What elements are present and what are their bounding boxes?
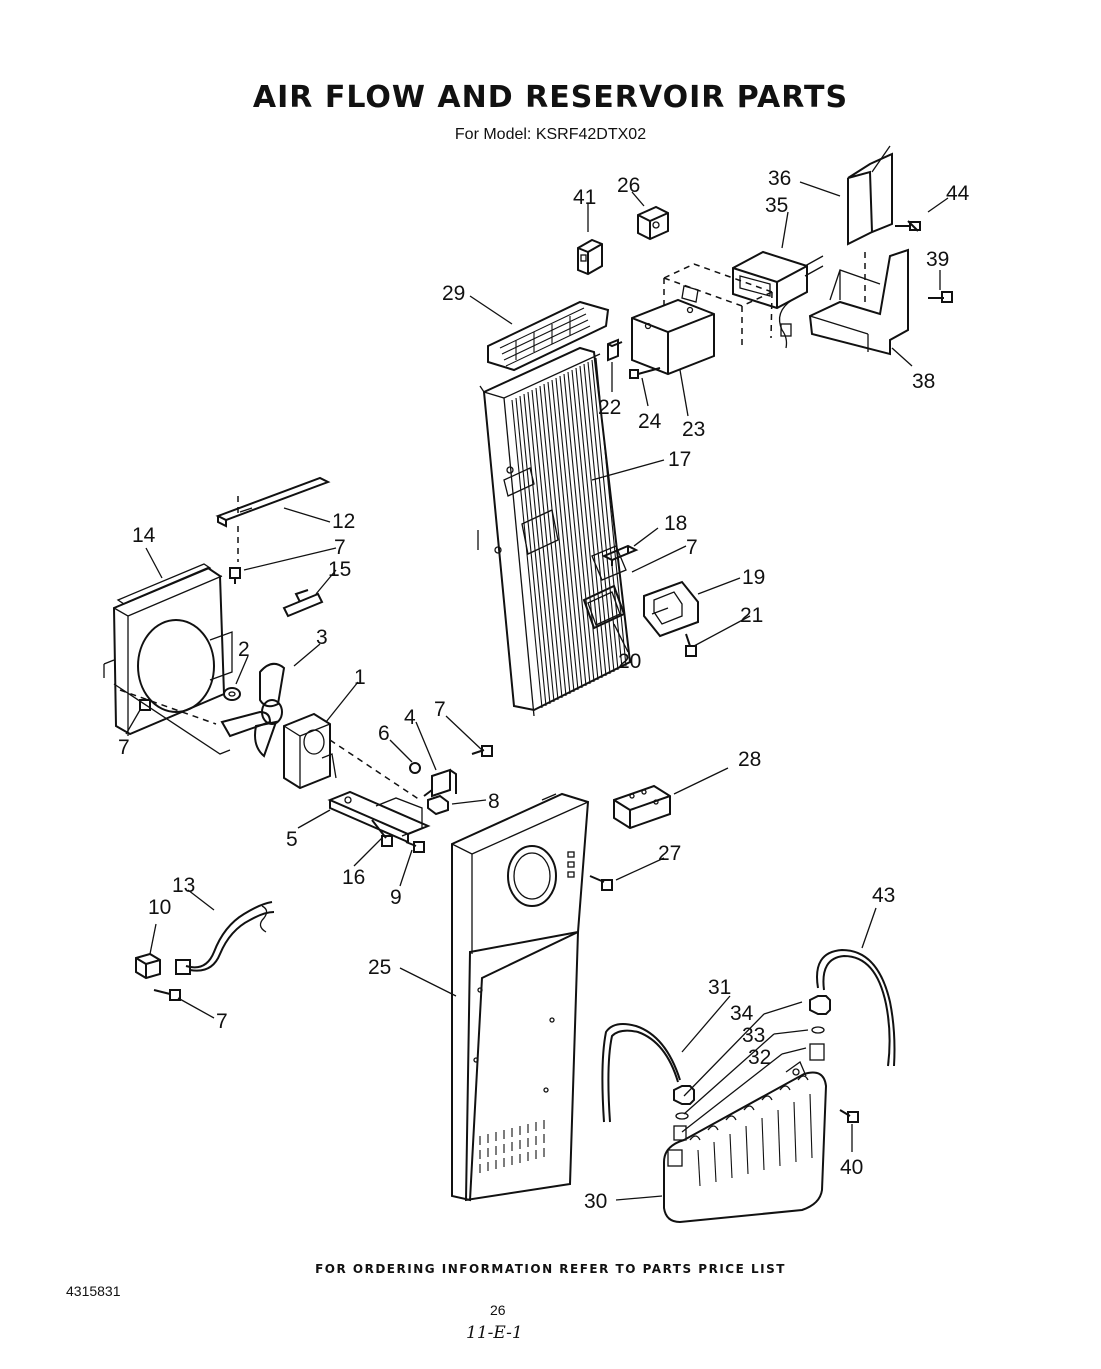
part-12-rail <box>215 476 331 562</box>
callout-labels: 41 26 36 35 44 39 38 29 22 24 23 17 12 1… <box>118 167 970 1213</box>
model-subtitle: For Model: KSRF42DTX02 <box>454 126 647 143</box>
part-43-tube <box>816 948 896 1067</box>
part-4-bracket <box>423 768 457 798</box>
part-5-bracket <box>327 790 431 844</box>
callout-33: 33 <box>742 1024 765 1047</box>
callout-44: 44 <box>946 182 970 205</box>
callout-32: 32 <box>748 1046 771 1069</box>
callout-25: 25 <box>368 956 391 979</box>
callout-16: 16 <box>342 866 365 889</box>
callout-35: 35 <box>765 194 788 217</box>
callout-40: 40 <box>840 1156 863 1179</box>
part-41-drawing <box>577 238 603 276</box>
part-36-drawing <box>847 145 893 246</box>
part-30-reservoir <box>663 1061 828 1224</box>
part-18-drawing <box>601 544 639 566</box>
part-9-screw <box>405 841 425 853</box>
part-8-drawing <box>427 794 449 816</box>
part-40-screw <box>839 1109 859 1123</box>
callout-19: 19 <box>742 566 765 589</box>
callout-9: 9 <box>390 886 402 909</box>
part-44-screw <box>895 220 921 232</box>
part-24-screw <box>629 367 661 379</box>
callout-30: 30 <box>584 1190 607 1213</box>
callout-22: 22 <box>598 396 621 419</box>
callout-4: 4 <box>404 706 416 729</box>
part-14-shroud <box>103 563 233 755</box>
callout-5: 5 <box>286 828 298 851</box>
part-31-tube <box>601 1023 681 1123</box>
part-25-panel <box>451 792 590 1202</box>
callout-31: 31 <box>708 976 731 999</box>
callout-21: 21 <box>740 604 763 627</box>
callout-7-c: 7 <box>118 736 130 759</box>
part-6-grommet <box>409 762 421 774</box>
callout-26: 26 <box>617 174 640 197</box>
part-26-drawing <box>637 205 669 241</box>
fittings-left-stack <box>673 1085 695 1141</box>
callout-38: 38 <box>912 370 935 393</box>
part-1-motor <box>283 712 421 801</box>
callout-7-d: 7 <box>434 698 446 721</box>
part-7-screw-b <box>139 699 151 711</box>
part-7-screw-c <box>471 745 493 757</box>
callout-23: 23 <box>682 418 705 441</box>
part-28-block <box>613 784 671 830</box>
document-number: 4315831 <box>66 1283 121 1299</box>
callout-3: 3 <box>316 626 328 649</box>
callout-2: 2 <box>238 638 250 661</box>
part-39-screw <box>928 291 953 303</box>
callout-28: 28 <box>738 748 761 771</box>
callout-39: 39 <box>926 248 949 271</box>
fittings-right-stack <box>809 995 831 1061</box>
callout-14: 14 <box>132 524 156 547</box>
callout-17: 17 <box>668 448 691 471</box>
callout-43: 43 <box>872 884 895 907</box>
part-7-screw-a <box>229 567 241 584</box>
part-10-connector <box>135 952 161 980</box>
callout-1: 1 <box>354 666 366 689</box>
callout-20: 20 <box>618 650 641 673</box>
part-38-drawing <box>808 248 909 356</box>
callout-27: 27 <box>658 842 681 865</box>
callout-6: 6 <box>378 722 390 745</box>
part-16-screw <box>371 819 393 847</box>
ordering-note: FOR ORDERING INFORMATION REFER TO PARTS … <box>315 1262 786 1276</box>
callout-8: 8 <box>488 790 500 813</box>
callout-10: 10 <box>148 896 171 919</box>
leader-lines <box>125 181 949 1201</box>
part-15-clip <box>282 589 324 618</box>
callout-41: 41 <box>573 186 596 209</box>
page-number: 26 <box>490 1302 506 1318</box>
part-23-drawing <box>631 263 773 376</box>
callout-13: 13 <box>172 874 195 897</box>
part-22-drawing <box>607 338 623 362</box>
part-20-gasket <box>582 584 626 630</box>
callout-7-a: 7 <box>334 536 346 559</box>
part-21-screw <box>685 633 697 657</box>
callout-34: 34 <box>730 1002 754 1025</box>
callout-7-e: 7 <box>216 1010 228 1033</box>
callout-15: 15 <box>328 558 351 581</box>
callout-18: 18 <box>664 512 687 535</box>
part-19-drawing <box>643 580 699 638</box>
callout-36: 36 <box>768 167 791 190</box>
handwritten-mark: 11-E-1 <box>466 1323 523 1343</box>
part-35-drawing <box>732 250 824 349</box>
part-7-screw-d <box>153 989 181 1001</box>
callout-24: 24 <box>638 410 662 433</box>
part-2-bushing <box>223 687 241 701</box>
callout-7-b: 7 <box>686 536 698 559</box>
callout-12: 12 <box>332 510 355 533</box>
part-3-fan-blade <box>220 662 286 758</box>
part-13-harness <box>175 901 275 975</box>
page-title: AIR FLOW AND RESERVOIR PARTS <box>252 80 849 115</box>
callout-29: 29 <box>442 282 465 305</box>
part-29-grille <box>487 300 610 372</box>
part-27-screw <box>589 875 613 891</box>
